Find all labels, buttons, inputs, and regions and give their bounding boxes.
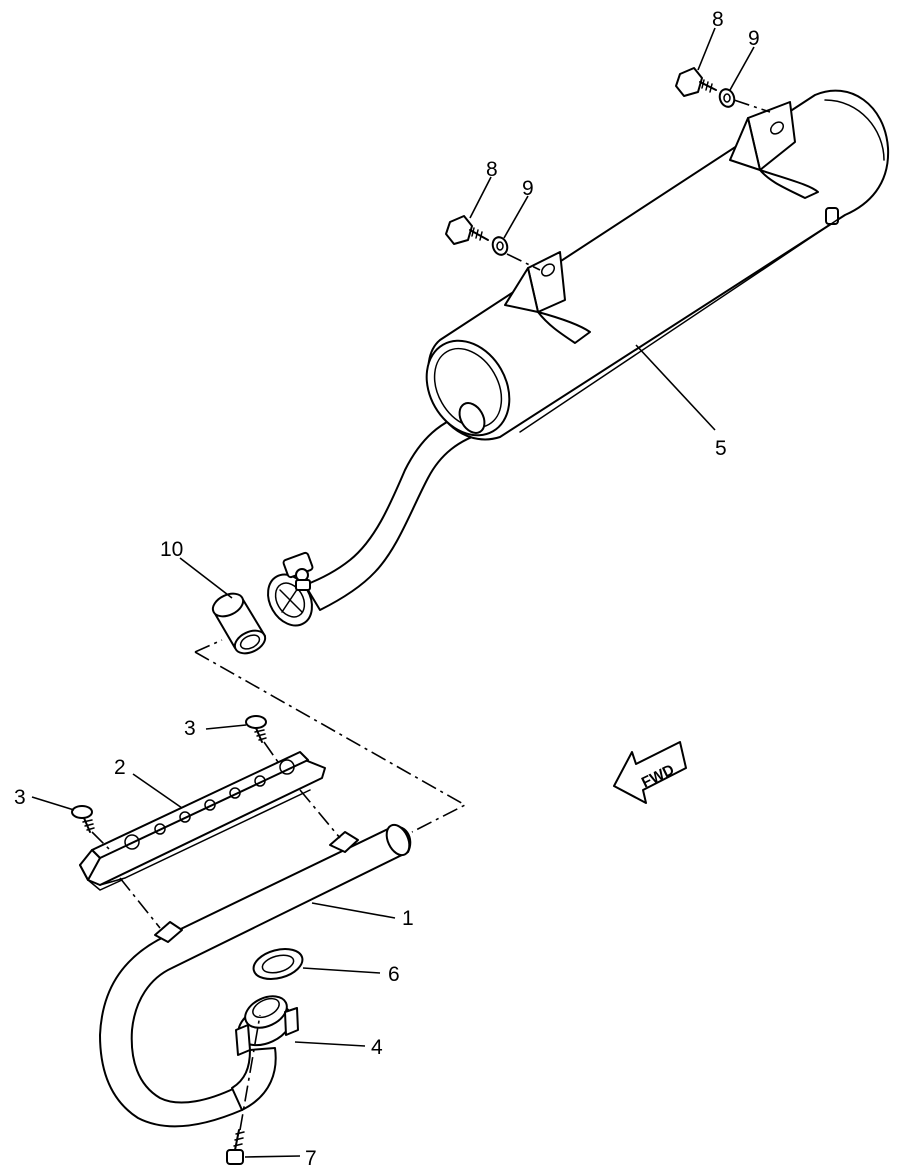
gasket-part-10 — [211, 592, 267, 655]
leader-6 — [302, 967, 381, 974]
bolt-part-8-lower — [445, 215, 489, 245]
leader-1 — [311, 902, 396, 919]
callout-5: 5 — [715, 437, 727, 460]
callout-9-lower: 9 — [522, 177, 534, 200]
callout-1: 1 — [402, 907, 414, 930]
gasket-part-6 — [252, 948, 304, 980]
callout-10: 10 — [160, 538, 183, 561]
callout-8-lower: 8 — [486, 158, 498, 181]
fwd-arrow-icon: FWD — [613, 741, 687, 804]
leader-2 — [132, 773, 183, 809]
leader-7 — [244, 1155, 301, 1158]
washer-part-9-lower — [491, 236, 509, 256]
flange-part-4 — [235, 995, 299, 1056]
muffler-part-5 — [304, 89, 890, 611]
protector-part-2 — [79, 751, 326, 891]
leader-9-lower — [503, 195, 529, 239]
leader-3-upper — [205, 724, 247, 730]
mount-axis-2 — [119, 877, 161, 929]
fastener-axis-upper — [733, 99, 771, 113]
leader-5 — [635, 344, 716, 431]
fastener-axis-screw-lower — [91, 831, 111, 851]
leader-8-lower — [469, 176, 492, 219]
callout-6: 6 — [388, 963, 400, 986]
callout-8-upper: 8 — [712, 8, 724, 31]
mount-axis-1 — [299, 789, 341, 839]
fastener-axis-screw-upper — [263, 741, 279, 763]
fastener-axis-bolt-7 — [239, 1014, 261, 1131]
callout-2: 2 — [114, 756, 126, 779]
callout-7: 7 — [305, 1147, 317, 1170]
callout-4: 4 — [371, 1036, 383, 1059]
leader-9-upper — [729, 46, 755, 91]
bolt-part-7 — [226, 1129, 245, 1165]
leader-3-lower — [31, 796, 75, 811]
bolt-part-8-upper — [675, 67, 717, 97]
pipe-clamp — [267, 551, 314, 627]
leader-8-upper — [697, 27, 716, 71]
fastener-axis-lower — [506, 253, 541, 271]
assembly-line — [194, 639, 467, 833]
screw-part-3-upper — [245, 715, 267, 743]
leader-10 — [179, 557, 233, 599]
screw-part-3-lower — [71, 805, 95, 833]
washer-part-9-upper — [718, 88, 736, 108]
callout-3-upper: 3 — [184, 717, 196, 740]
callout-3-lower: 3 — [14, 786, 26, 809]
exhaust-pipe-part-1 — [99, 823, 412, 1128]
callout-9-upper: 9 — [748, 27, 760, 50]
leader-4 — [294, 1041, 366, 1047]
